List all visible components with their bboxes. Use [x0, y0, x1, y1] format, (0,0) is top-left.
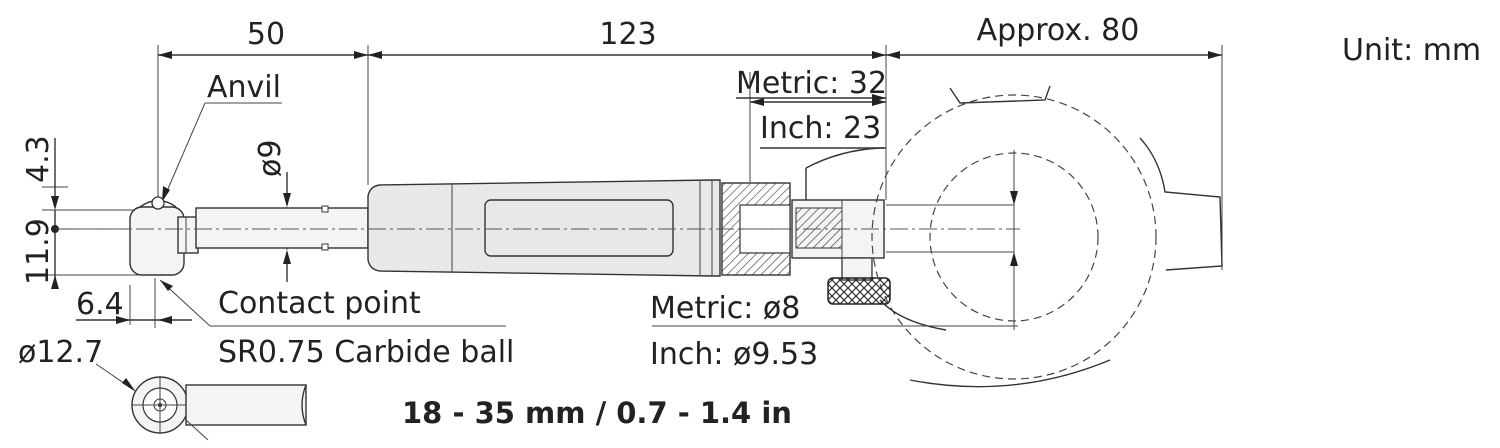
vertical-dimensions — [51, 138, 160, 289]
inch-23-label: Inch: 23 — [760, 111, 881, 146]
dim-50-label: 50 — [247, 17, 285, 52]
dim-11-9-label: 11.9 — [21, 218, 56, 285]
anvil-leader — [162, 102, 282, 202]
dia-12-7-label: ø12.7 — [18, 335, 103, 370]
handle — [367, 179, 721, 277]
anvil-label: Anvil — [207, 70, 281, 105]
dim-4-3-label: 4.3 — [21, 135, 56, 183]
head-end-view — [95, 363, 307, 441]
metric-32-dimension — [736, 94, 886, 149]
contact-point-leader — [159, 279, 506, 327]
knurled-clamp — [827, 257, 891, 305]
unit-label: Unit: mm — [1342, 33, 1481, 68]
dim-123-label: 123 — [599, 17, 656, 52]
range-caption: 18 - 35 mm / 0.7 - 1.4 in — [402, 396, 792, 430]
dia-9-label: ø9 — [253, 140, 288, 177]
dim-6-4-lines — [76, 285, 192, 325]
dim-6-4-label: 6.4 — [76, 287, 124, 322]
inch-dia-9-53-label: Inch: ø9.53 — [650, 337, 818, 372]
probe-head — [129, 196, 199, 276]
probe-rod — [195, 205, 369, 251]
dim-approx-80-label: Approx. 80 — [977, 13, 1140, 48]
extension-lines — [42, 45, 1223, 328]
carbide-ball-label: SR0.75 Carbide ball — [218, 335, 514, 370]
top-dimension-line — [158, 51, 1222, 59]
contact-point-label: Contact point — [218, 286, 421, 321]
metric-dia-8-label: Metric: ø8 — [650, 291, 800, 326]
dial-indicator-outline — [805, 85, 1223, 388]
metric-32-label: Metric: 32 — [736, 66, 887, 101]
